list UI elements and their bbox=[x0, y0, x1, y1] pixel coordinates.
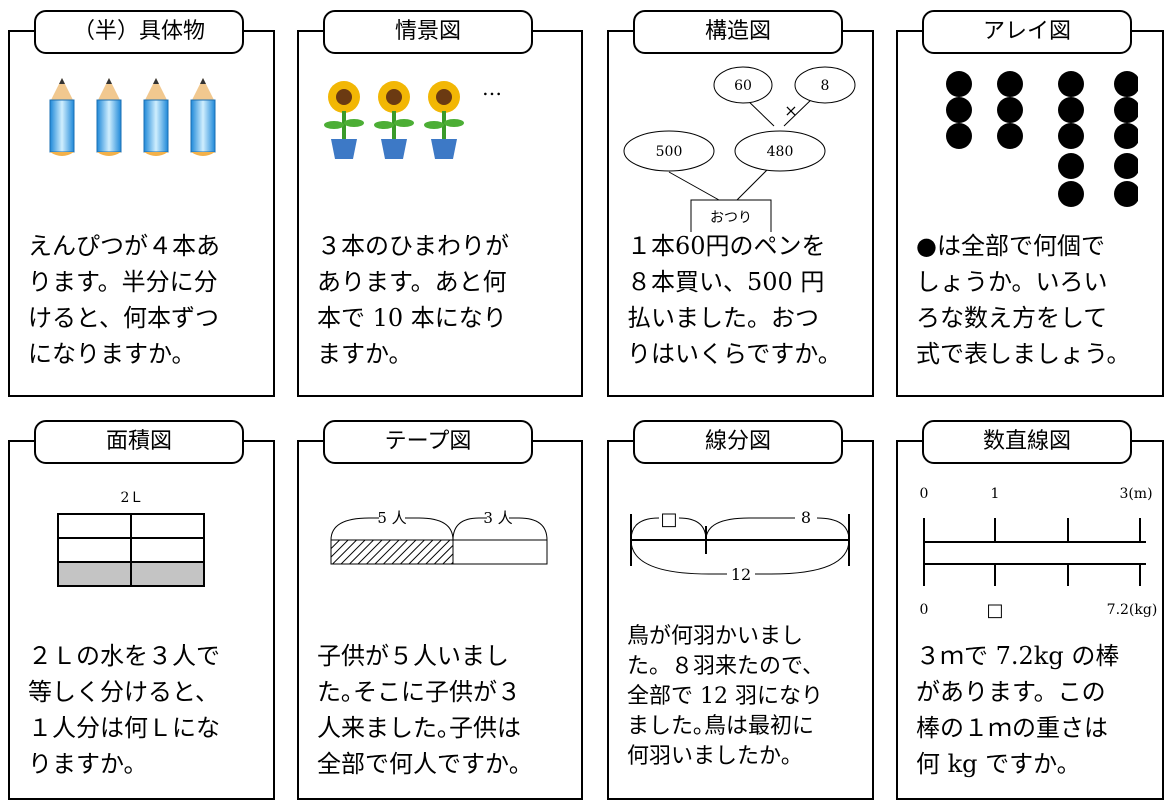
problem-text: ３ｍで 7.2kg の棒 があります。この 棒の１ｍの重さは 何 kg ですか。 bbox=[916, 642, 1120, 778]
node-change: おつり bbox=[710, 210, 752, 226]
card-title: 構造図 bbox=[633, 10, 843, 54]
pencil-icon bbox=[143, 78, 169, 156]
top-tick-0: 0 bbox=[920, 486, 929, 502]
bottom-tick-0: 0 bbox=[920, 602, 929, 618]
line-segment-diagram: □ 8 12 bbox=[630, 508, 850, 584]
node-500: 500 bbox=[656, 144, 683, 160]
multiply-sign: × bbox=[784, 101, 797, 120]
card-title: 線分図 bbox=[633, 420, 843, 464]
node-480: 480 bbox=[767, 144, 794, 160]
card-number-line-diagram: 数直線図 0 1 3(m) 0 □ 7.2(kg) ３ｍで 7.2kg の棒 が… bbox=[896, 420, 1164, 800]
tape-label-right: 3 人 bbox=[483, 509, 512, 527]
node-60: 60 bbox=[734, 78, 752, 94]
ellipsis-label: … bbox=[482, 77, 502, 100]
top-tick-3m: 3(m) bbox=[1119, 486, 1152, 502]
tape-diagram: 5 人 3 人 bbox=[330, 509, 548, 565]
problem-text: 鳥が何羽かいまし た。８羽来たので、 全部で 12 羽になり ました｡鳥は最初に… bbox=[627, 624, 825, 769]
card-concrete-objects: （半）具体物 えんぴつが４本あ ります。半分に分 けると、何本ずつ に bbox=[8, 10, 275, 397]
pencil-icon bbox=[49, 78, 75, 156]
sunflowers-illustration: … bbox=[324, 77, 502, 159]
card-scene-diagram: 情景図 … ３本のひまわりが あります。あと何 本で 10 本になり ますか。 bbox=[297, 10, 583, 397]
card-area-diagram: 面積図 2Ｌ ２Ｌの水を３人で 等しく分けると、 １人分は何Ｌにな りますか。 bbox=[8, 420, 275, 800]
number-line-diagram: 0 1 3(m) 0 □ 7.2(kg) bbox=[920, 486, 1158, 621]
card-structure-diagram: 構造図 60 8 × 500 480 おつり １本60円のペンを ８本買い、50… bbox=[607, 10, 874, 397]
problem-text: ●は全部で何個で しょうか。いろい ろな数え方をして 式で表しましょう。 bbox=[916, 232, 1131, 368]
node-8: 8 bbox=[821, 78, 830, 94]
bottom-tick-7-2kg: 7.2(kg) bbox=[1107, 602, 1158, 618]
pencil-icon bbox=[190, 78, 216, 156]
top-tick-1: 1 bbox=[991, 486, 1000, 502]
problem-text: 子供が５人いまし た｡そこに子供が３ 人来ました｡子供は 全部で何人ですか｡ bbox=[317, 642, 521, 778]
sunflower-icon bbox=[324, 81, 364, 159]
problem-text: １本60円のペンを ８本買い、500 円 払いました。おつ りはいくらですか。 bbox=[627, 232, 842, 368]
problem-text: えんぴつが４本あ ります。半分に分 けると、何本ずつ になりますか。 bbox=[28, 232, 220, 368]
card-array-diagram: アレイ図 ●は全部で何個で しょうか。いろい ろな数え方をして 式で表しましょう… bbox=[896, 10, 1164, 397]
sunflower-icon bbox=[424, 81, 464, 159]
card-tape-diagram: テープ図 5 人 3 人 子供が５人いまし た｡そこに子供が３ 人来ました｡子供… bbox=[297, 420, 583, 800]
segment-12-label: 12 bbox=[731, 565, 751, 584]
sunflower-icon bbox=[374, 81, 414, 159]
pencils-illustration bbox=[49, 78, 216, 156]
card-title: テープ図 bbox=[323, 420, 533, 464]
area-label: 2Ｌ bbox=[121, 490, 144, 506]
dot-array bbox=[946, 71, 1138, 207]
tape-label-left: 5 人 bbox=[377, 509, 406, 527]
card-line-segment-diagram: 線分図 □ 8 12 鳥が何羽かいまし た。８羽来たので、 全部で 12 羽にな… bbox=[607, 420, 874, 800]
bottom-tick-unknown: □ bbox=[986, 600, 1003, 621]
card-title: 情景図 bbox=[323, 10, 533, 54]
card-title: 数直線図 bbox=[922, 420, 1132, 464]
unknown-box: □ bbox=[660, 509, 677, 530]
problem-text: ２Ｌの水を３人で 等しく分けると、 １人分は何Ｌにな りますか。 bbox=[28, 642, 220, 778]
structure-diagram: 60 8 × 500 480 おつり bbox=[623, 66, 856, 232]
pencil-icon bbox=[96, 78, 122, 156]
card-title: アレイ図 bbox=[922, 10, 1132, 54]
card-title: 面積図 bbox=[34, 420, 244, 464]
area-diagram: 2Ｌ bbox=[57, 490, 205, 587]
problem-text: ３本のひまわりが あります。あと何 本で 10 本になり ますか。 bbox=[317, 232, 509, 368]
card-title: （半）具体物 bbox=[34, 10, 244, 54]
segment-8-label: 8 bbox=[801, 508, 811, 527]
